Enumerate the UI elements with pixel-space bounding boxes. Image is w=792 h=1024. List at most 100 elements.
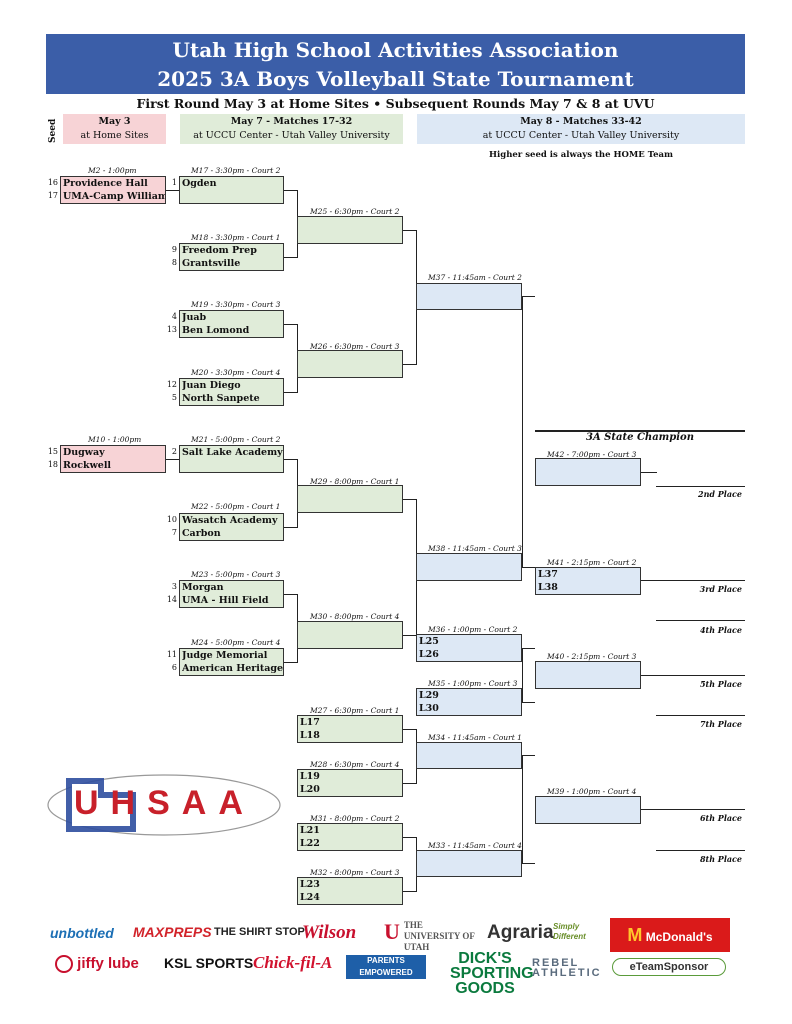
- seed-number: 16: [47, 178, 58, 187]
- match-box-m28: L19 L20: [297, 769, 403, 797]
- match-label-m22: M22 - 5:00pm - Court 1: [191, 502, 281, 511]
- home-team-note: Higher seed is always the HOME Team: [489, 150, 673, 160]
- bracket-line: [403, 499, 417, 500]
- match-box-m22: Wasatch Academy Carbon: [179, 513, 284, 541]
- bracket-line: [403, 364, 417, 365]
- bracket-line: [522, 755, 523, 864]
- sponsor-rebel: REBEL ATHLETIC: [532, 957, 602, 979]
- match-label-m25: M25 - 6:30pm - Court 2: [310, 207, 400, 216]
- column-header-may7-line1: May 7 - Matches 17-32: [230, 116, 353, 127]
- match-box-m35: L29 L30: [416, 688, 522, 716]
- match-label-m30: M30 - 8:00pm - Court 4: [310, 612, 400, 621]
- match-box-m42: [535, 458, 641, 486]
- loser-ref: L26: [419, 649, 439, 660]
- sponsor-univ-utah-text: THE UNIVERSITY OF UTAH: [403, 920, 475, 952]
- team-name: Wasatch Academy: [182, 515, 278, 526]
- match-box-m31: L21 L22: [297, 823, 403, 851]
- loser-ref: L25: [419, 636, 439, 647]
- loser-ref: L17: [300, 717, 320, 728]
- seed-number: 5: [171, 393, 177, 402]
- match-box-m38: [416, 553, 522, 581]
- sponsor-agraria: Agraria: [487, 922, 554, 943]
- match-box-m33: [416, 850, 522, 877]
- sponsor-jiffy-lube-text: jiffy lube: [77, 955, 139, 972]
- match-box-m41: L37 L38: [535, 567, 641, 595]
- column-header-may3-line2: at Home Sites: [80, 130, 149, 141]
- team-name: Ben Lomond: [182, 325, 250, 336]
- bracket-line: [522, 648, 535, 649]
- sponsor-chick-fil-a: Chick-fil-A: [253, 953, 333, 972]
- match-label-m19: M19 - 3:30pm - Court 3: [191, 300, 281, 309]
- match-box-m39: [535, 796, 641, 824]
- loser-ref: L23: [300, 879, 320, 890]
- loser-ref: L18: [300, 730, 320, 741]
- loser-ref: L21: [300, 825, 320, 836]
- seed-number: 6: [171, 663, 177, 672]
- bracket-line: [403, 230, 417, 231]
- place-line: [656, 620, 745, 621]
- bracket-line: [522, 863, 535, 864]
- loser-ref: L29: [419, 690, 439, 701]
- bracket-line: [403, 891, 417, 892]
- golden-arches-icon: M: [627, 925, 643, 945]
- team-name: Salt Lake Academy: [182, 447, 283, 458]
- match-label-m38: M38 - 11:45am - Court 3: [428, 544, 522, 553]
- team-name: Freedom Prep: [182, 245, 257, 256]
- place-line: [656, 486, 745, 487]
- sponsor-wilson: Wilson: [302, 922, 357, 943]
- place-line: [656, 850, 745, 851]
- team-name: Grantsville: [182, 258, 241, 269]
- column-header-may3-line1: May 3: [98, 116, 131, 127]
- sponsor-unbottled: unbottled: [50, 925, 114, 941]
- match-label-m35: M35 - 1:00pm - Court 3: [428, 679, 518, 688]
- team-name: Dugway: [63, 447, 105, 458]
- bracket-line: [284, 527, 298, 528]
- place-label-7th: 7th Place: [699, 719, 742, 729]
- match-label-m17: M17 - 3:30pm - Court 2: [191, 166, 281, 175]
- loser-ref: L30: [419, 703, 439, 714]
- loser-ref: L20: [300, 784, 320, 795]
- seed-number: 18: [47, 460, 58, 469]
- team-name: American Heritage: [182, 663, 283, 674]
- loser-ref: L38: [538, 582, 558, 593]
- match-label-m28: M28 - 6:30pm - Court 4: [310, 760, 400, 769]
- match-label-m31: M31 - 8:00pm - Court 2: [310, 814, 400, 823]
- bracket-line: [284, 594, 298, 595]
- match-box-m37: [416, 283, 522, 310]
- bracket-line: [522, 296, 523, 568]
- sponsor-eteamsponsor: eTeamSponsor: [612, 958, 726, 976]
- bracket-line: [522, 702, 535, 703]
- place-line: [641, 675, 745, 676]
- match-box-m34: [416, 742, 522, 769]
- match-box-m25: [297, 216, 403, 244]
- sponsor-dicks: DICK'S SPORTING GOODS: [450, 950, 534, 997]
- seed-number: 1: [171, 178, 177, 187]
- sponsor-maxpreps: MAXPREPS: [133, 924, 212, 940]
- sponsor-simply-different: Simply Different: [553, 922, 586, 941]
- seed-number: 17: [47, 191, 58, 200]
- seed-number: 2: [171, 447, 177, 456]
- seed-number: 4: [171, 312, 177, 321]
- bracket-line: [284, 662, 298, 663]
- seed-number: 15: [47, 447, 58, 456]
- match-box-m40: [535, 661, 641, 689]
- match-label-m29: M29 - 8:00pm - Court 1: [310, 477, 400, 486]
- match-label-m10: M10 - 1:00pm: [88, 435, 142, 444]
- bracket-line: [284, 392, 298, 393]
- match-box-m18: Freedom Prep Grantsville: [179, 243, 284, 271]
- team-name: Morgan: [182, 582, 224, 593]
- seed-number: 13: [166, 325, 177, 334]
- utah-u-icon: U: [384, 919, 400, 944]
- title-line-1: Utah High School Activities Association: [172, 38, 619, 62]
- place-line: [656, 715, 745, 716]
- bracket-line: [403, 837, 417, 838]
- team-name: Ogden: [182, 178, 217, 189]
- sponsor-ksl-sports: KSL SPORTS: [164, 955, 254, 971]
- match-box-m20: Juan Diego North Sanpete: [179, 378, 284, 406]
- match-box-m27: L17 L18: [297, 715, 403, 743]
- jiffy-lube-icon: [55, 955, 73, 974]
- team-name: Carbon: [182, 528, 221, 539]
- bracket-line: [522, 567, 535, 568]
- match-box-m2: Providence Hall UMA-Camp Williams: [60, 176, 166, 204]
- place-label-4th: 4th Place: [699, 625, 742, 635]
